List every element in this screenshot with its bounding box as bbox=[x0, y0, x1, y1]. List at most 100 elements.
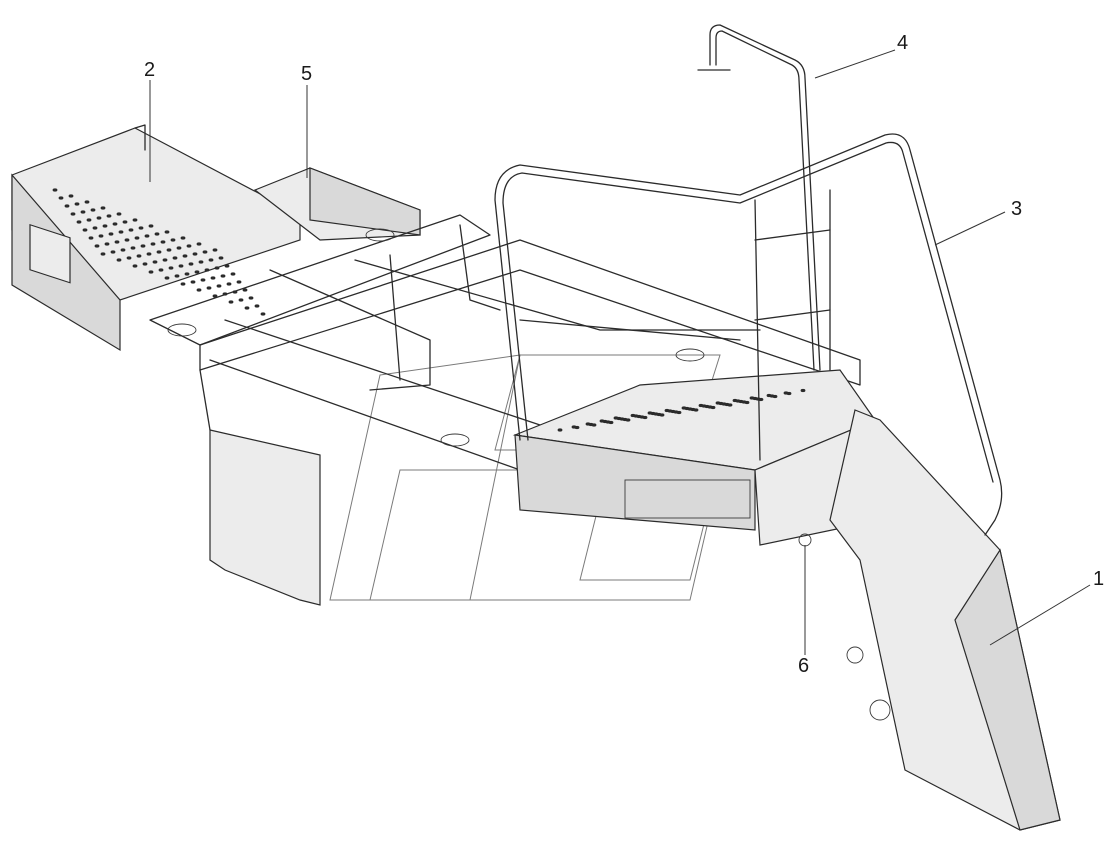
perforation-hole bbox=[90, 208, 96, 212]
perforation-hole bbox=[585, 422, 591, 426]
perforation-hole bbox=[112, 222, 118, 226]
perforation-hole bbox=[158, 268, 164, 272]
perforation-hole bbox=[146, 252, 152, 256]
perforation-hole bbox=[122, 220, 128, 224]
perforation-hole bbox=[214, 266, 220, 270]
leader-lines bbox=[149, 49, 1091, 655]
perforation-hole bbox=[218, 256, 224, 260]
perforation-hole bbox=[164, 276, 170, 280]
perforation-hole bbox=[142, 262, 148, 266]
perforation-hole bbox=[226, 282, 232, 286]
perforation-hole bbox=[172, 256, 178, 260]
perforation-hole bbox=[216, 284, 222, 288]
perforation-hole bbox=[208, 258, 214, 262]
perforation-hole bbox=[194, 270, 200, 274]
perforation-hole bbox=[116, 258, 122, 262]
perforation-hole bbox=[184, 272, 190, 276]
callout-labels: 2 5 4 3 1 6 bbox=[144, 32, 1104, 677]
perforation-hole bbox=[70, 212, 76, 216]
perforation-hole bbox=[571, 425, 577, 429]
perforation-hole bbox=[176, 246, 182, 250]
perforation-hole bbox=[198, 260, 204, 264]
perforation-hole bbox=[138, 226, 144, 230]
perforation-hole bbox=[200, 278, 206, 282]
callout-2: 2 bbox=[144, 59, 155, 81]
perforation-hole bbox=[698, 403, 704, 408]
perforation-hole bbox=[188, 262, 194, 266]
perforation-hole bbox=[230, 272, 236, 276]
perforation-hole bbox=[681, 406, 687, 410]
callout-5: 5 bbox=[301, 63, 312, 85]
perforation-hole bbox=[114, 240, 120, 244]
perforation-hole bbox=[749, 396, 755, 400]
perforation-hole bbox=[134, 236, 140, 240]
perforation-hole bbox=[58, 196, 64, 200]
perforation-hole bbox=[132, 218, 138, 222]
perforation-hole bbox=[136, 254, 142, 258]
perforation-hole bbox=[732, 398, 738, 403]
perforation-hole bbox=[100, 252, 106, 256]
perforation-hole bbox=[220, 274, 226, 278]
perforation-hole bbox=[212, 248, 218, 252]
tow-eye bbox=[798, 533, 891, 721]
perforation-hole bbox=[82, 228, 88, 232]
perforation-hole bbox=[206, 286, 212, 290]
perforation-hole bbox=[100, 206, 106, 210]
perforation-hole bbox=[164, 230, 170, 234]
perforation-hole bbox=[98, 234, 104, 238]
perforation-hole bbox=[94, 244, 100, 248]
perforation-hole bbox=[166, 248, 172, 252]
perforation-hole bbox=[186, 244, 192, 248]
handrail-large bbox=[494, 133, 1003, 536]
perforation-hole bbox=[212, 294, 218, 298]
perforation-hole bbox=[783, 391, 789, 395]
perforation-hole bbox=[160, 240, 166, 244]
perforation-hole bbox=[110, 250, 116, 254]
perforation-hole bbox=[108, 232, 114, 236]
perforation-hole bbox=[104, 242, 110, 246]
perforation-hole bbox=[118, 230, 124, 234]
perforation-hole bbox=[64, 204, 70, 208]
perforation-hole bbox=[260, 312, 266, 316]
perforation-hole bbox=[613, 416, 619, 420]
callout-4: 4 bbox=[897, 32, 908, 54]
perforation-hole bbox=[128, 228, 134, 232]
perforation-hole bbox=[664, 408, 670, 413]
perforation-hole bbox=[168, 266, 174, 270]
perforation-hole bbox=[140, 244, 146, 248]
perforation-hole bbox=[106, 214, 112, 218]
perforation-hole bbox=[96, 216, 102, 220]
perforation-hole bbox=[84, 200, 90, 204]
perforation-hole bbox=[116, 212, 122, 216]
perforation-hole bbox=[120, 248, 126, 252]
perforation-hole bbox=[180, 282, 186, 286]
perforation-hole bbox=[248, 296, 254, 300]
perforation-hole bbox=[170, 238, 176, 242]
box-housing bbox=[253, 167, 421, 241]
perforation-hole bbox=[132, 264, 138, 268]
callout-3: 3 bbox=[1011, 198, 1022, 220]
main-frame bbox=[149, 214, 861, 471]
perforation-hole bbox=[148, 270, 154, 274]
perforation-hole bbox=[154, 232, 160, 236]
callout-6: 6 bbox=[798, 655, 809, 677]
perforation-hole bbox=[124, 238, 130, 242]
left-step-platform bbox=[11, 124, 301, 352]
perforation-hole bbox=[244, 306, 250, 310]
perforation-hole bbox=[190, 280, 196, 284]
perforation-hole bbox=[88, 236, 94, 240]
perforation-hole bbox=[152, 260, 158, 264]
perforation-hole bbox=[242, 288, 248, 292]
callout-1: 1 bbox=[1093, 568, 1104, 590]
perforation-hole bbox=[224, 264, 230, 268]
perforation-hole bbox=[238, 298, 244, 302]
fender bbox=[829, 409, 1061, 831]
right-platform-perforations bbox=[557, 388, 806, 432]
perforation-hole bbox=[178, 264, 184, 268]
perforation-hole bbox=[86, 218, 92, 222]
left-mud-flap bbox=[209, 429, 321, 606]
perforation-hole bbox=[130, 246, 136, 250]
perforation-hole bbox=[196, 242, 202, 246]
perforation-hole bbox=[715, 401, 721, 405]
perforation-hole bbox=[80, 210, 86, 214]
